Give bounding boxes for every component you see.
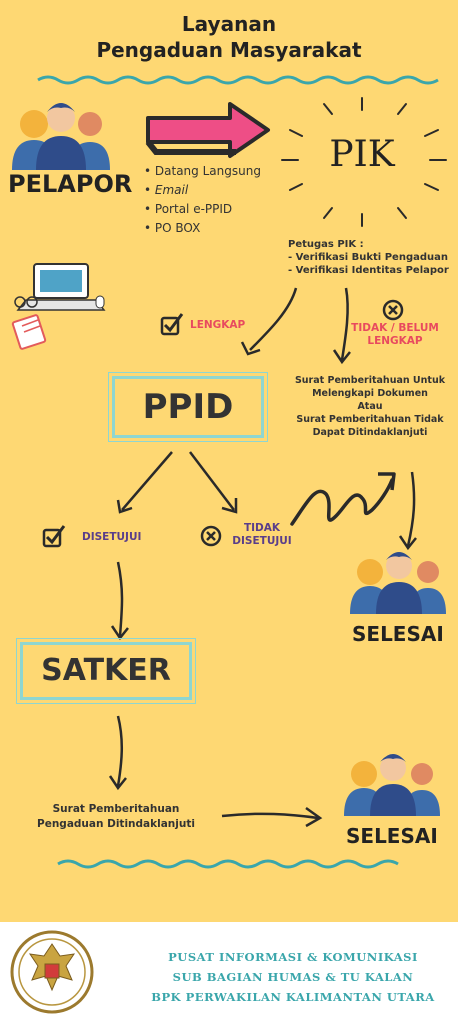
arrow-disetujui-satker (116, 561, 124, 637)
tidak-disetujui-line2: DISETUJUI (232, 535, 292, 547)
tidak-lengkap-line2: LENGKAP (367, 335, 423, 347)
laptop-illustration-icon (11, 263, 106, 350)
page-subtitle: Pengaduan Masyarakat (96, 38, 362, 62)
footer-line-2: SUB BAGIAN HUMAS & TU KALAN (172, 970, 414, 984)
channel-item: • Datang Langsung (144, 164, 261, 178)
satker-box: SATKER (16, 638, 196, 704)
wavy-divider-top (37, 75, 439, 85)
surat-pik-line: Surat Pemberitahuan Untuk (294, 375, 446, 386)
arrow-to-ppid (249, 287, 298, 351)
arrow-ppid-tidak (189, 451, 235, 511)
surat-pik-line: Melengkapi Dokumen (312, 388, 428, 399)
surat-pik-block: Surat Pemberitahuan Untuk Melengkapi Dok… (290, 374, 450, 439)
channel-item: • Email (144, 183, 189, 197)
channel-item: • PO BOX (144, 221, 201, 235)
arrow-surat-selesai-2 (221, 812, 319, 820)
x-circle-icon-tidak-lengkap (382, 299, 404, 321)
pik-burst-icon (281, 97, 447, 227)
arrow-to-surat (340, 287, 349, 361)
pink-arrow-icon (146, 102, 270, 158)
footer-line-1: PUSAT INFORMASI & KOMUNIKASI (168, 950, 418, 964)
ppid-box: PPID (108, 372, 268, 442)
surat-pik-line: Atau (357, 401, 383, 412)
tidak-lengkap-line1: TIDAK / BELUM (351, 322, 439, 334)
petugas-heading: Petugas PIK : (288, 239, 364, 250)
people-group-icon-pelapor (12, 103, 110, 170)
channel-list: • Datang Langsung • Email • Portal e-PPI… (144, 162, 261, 238)
page-title: Layanan (181, 12, 277, 36)
petugas-pik-block: Petugas PIK : - Verifikasi Bukti Pengadu… (288, 238, 449, 277)
surat-pik-line: Dapat Ditindaklanjuti (312, 427, 428, 438)
satker-label: SATKER (41, 653, 171, 688)
x-circle-icon-tidak-disetujui (200, 525, 222, 547)
arrow-ppid-disetujui (121, 451, 173, 511)
arrow-satker-surat (116, 715, 124, 787)
lengkap-label: LENGKAP (190, 319, 246, 331)
tidak-disetujui-label: TIDAK DISETUJUI (226, 522, 298, 548)
people-group-icon-selesai-1 (350, 552, 446, 614)
wavy-divider-bottom (57, 859, 399, 869)
petugas-item: - Verifikasi Bukti Pengaduan (288, 252, 448, 263)
petugas-item: - Verifikasi Identitas Pelapor (288, 265, 449, 276)
ppid-label: PPID (142, 387, 234, 427)
check-icon-disetujui (42, 525, 66, 548)
channel-item: • Portal e-PPID (144, 202, 233, 216)
surat-satker-block: Surat Pemberitahuan Pengaduan Ditindakla… (14, 802, 218, 832)
check-icon-lengkap (160, 313, 184, 336)
surat-pik-line: Surat Pemberitahuan Tidak (296, 414, 444, 425)
curly-arrow-icon (290, 478, 394, 526)
tidak-lengkap-label: TIDAK / BELUM LENGKAP (350, 322, 440, 348)
surat-satker-line1: Surat Pemberitahuan (52, 803, 180, 815)
people-group-icon-selesai-2 (344, 754, 440, 816)
arrow-surat-selesai (406, 471, 416, 547)
tidak-disetujui-line1: TIDAK (243, 522, 281, 534)
selesai-label-1: SELESAI (352, 622, 444, 646)
pik-label: PIK (329, 134, 395, 175)
footer-line-3: BPK PERWAKILAN KALIMANTAN UTARA (151, 990, 435, 1004)
pelapor-label: PELAPOR (8, 170, 133, 198)
selesai-label-2: SELESAI (346, 824, 438, 848)
disetujui-label: DISETUJUI (82, 531, 142, 543)
surat-satker-line2: Pengaduan Ditindaklanjuti (37, 818, 195, 830)
